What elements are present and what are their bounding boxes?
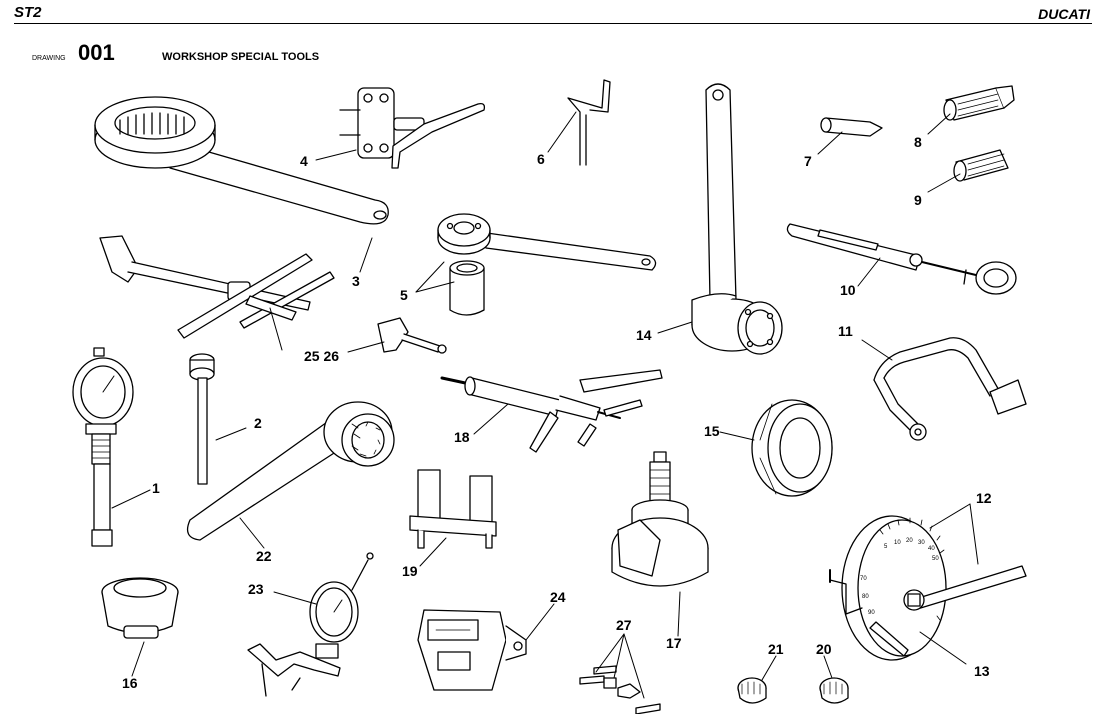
callout-22: 22 [256,548,272,564]
tool-2-rod [189,353,215,485]
tool-10-bar-socket [786,223,1017,295]
callout-23: 23 [248,581,264,597]
tool-22-socket-spanner [186,401,395,541]
callout-20: 20 [816,641,832,657]
tool-8-knurled-socket [943,85,1015,121]
tool-5-peg-wrench [437,213,657,316]
svg-text:5: 5 [884,544,888,550]
callout-4: 4 [300,153,308,169]
leader-lines [111,111,979,699]
tool-26-clamp [377,317,447,354]
callout-9: 9 [914,192,922,208]
tool-25-tbar [99,235,335,339]
callout-21: 21 [768,641,784,657]
callout-2: 2 [254,415,262,431]
page-header: ST2 DUCATI [0,0,1110,26]
callout-5: 5 [400,287,408,303]
tool-3-ring-spanner [94,96,389,225]
tool-1-dial-gauge [72,347,134,547]
svg-text:50: 50 [932,556,939,562]
callout-11: 11 [838,323,853,339]
callout-27: 27 [616,617,632,633]
tool-9-knurled-socket [953,149,1009,182]
callout-7: 7 [804,153,812,169]
tool-16-socket [101,577,179,639]
svg-text:90: 90 [868,610,875,616]
callout-3: 3 [352,273,360,289]
model-name: ST2 [14,4,42,21]
callout-19: 19 [402,563,418,579]
tool-14-long-wrench [691,83,783,355]
svg-text:80: 80 [862,594,869,600]
tool-12-13-degree-wheel: 5 10 20 30 40 50 70 80 90 [829,515,1027,661]
tool-19-frame [409,469,497,549]
tool-7-pin [820,117,883,137]
svg-text:40: 40 [928,546,935,552]
callout-18: 18 [454,429,470,445]
callout-16: 16 [122,675,138,691]
callout-6: 6 [537,151,545,167]
drawing-title: WORKSHOP SPECIAL TOOLS [162,51,320,63]
tool-20-knurled-nut [819,677,849,704]
callout-14: 14 [636,327,652,343]
svg-text:30: 30 [918,540,925,546]
tool-21-knurled-nut [737,677,767,704]
callout-24: 24 [550,589,566,605]
tool-18-slide-hammer [440,369,663,453]
callout-10: 10 [840,282,856,298]
drawing-number: 001 [78,40,115,65]
callout-25-26: 25 26 [304,348,340,364]
svg-text:20: 20 [906,538,913,544]
tool-23-dial-indicator [247,552,374,697]
svg-text:10: 10 [894,540,901,546]
tool-24-gauge [417,609,527,691]
header-divider [14,23,1092,24]
callout-8: 8 [914,134,922,150]
svg-text:70: 70 [860,576,867,582]
brand-logo: DUCATI [1038,6,1090,22]
callout-12: 12 [976,490,992,506]
tool-4-puller [339,87,486,169]
callout-1: 1 [152,480,160,496]
callout-17: 17 [666,635,682,651]
callout-15: 15 [704,423,720,439]
tool-6-bent-rod [567,79,611,166]
tool-27-pins [579,665,661,714]
tool-15-ring [751,399,833,497]
drawing-label: DRAWING [32,55,66,62]
tool-17-bearing-support [611,451,709,587]
callout-13: 13 [974,663,990,679]
tool-11-bracket [873,337,1027,441]
